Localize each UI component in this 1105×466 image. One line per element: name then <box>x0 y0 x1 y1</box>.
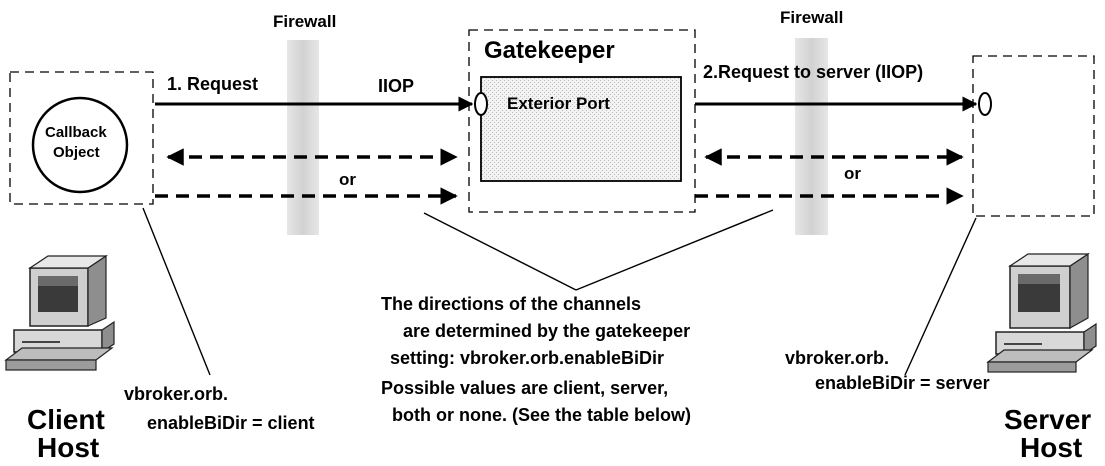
client-host-line2: Host <box>37 432 100 463</box>
gatekeeper-port <box>474 92 488 116</box>
right-firewall-label: Firewall <box>780 8 844 27</box>
server-computer-icon <box>986 252 1097 373</box>
left-firewall <box>287 40 319 235</box>
left-firewall-label: Firewall <box>273 12 337 31</box>
callback-object-line2: Object <box>53 144 100 161</box>
client-host-line1: Client <box>27 404 105 435</box>
right-firewall <box>795 38 828 235</box>
callback-object-line1: Callback <box>45 124 107 141</box>
notes-line1: The directions of the channels <box>381 294 642 314</box>
notes-line5: both or none. (See the table below) <box>392 405 692 425</box>
or-label-left: or <box>339 170 356 189</box>
client-computer-icon <box>4 254 115 371</box>
notes-line3: setting: vbroker.orb.enableBiDir <box>390 348 665 368</box>
exterior-port-box <box>480 76 682 182</box>
server-setting-line1: vbroker.orb. <box>785 348 890 368</box>
server-host-line1: Server <box>1004 404 1092 435</box>
request-label: 1. Request <box>167 74 259 94</box>
client-callout-line <box>142 207 211 376</box>
server-host-box <box>972 55 1095 217</box>
or-label-right: or <box>844 164 861 183</box>
server-setting-line2: enableBiDir = server <box>815 373 990 393</box>
notes-line2: are determined by the gatekeeper <box>403 321 691 341</box>
iiop-label: IIOP <box>378 76 415 96</box>
request-to-server-label: 2.Request to server (IIOP) <box>703 62 924 82</box>
server-port <box>978 92 992 116</box>
client-setting-line1: vbroker.orb. <box>124 384 229 404</box>
client-setting-line2: enableBiDir = client <box>147 413 315 433</box>
exterior-port-label: Exterior Port <box>507 94 610 113</box>
notes-callout-right <box>575 209 774 291</box>
notes-callout-left <box>423 212 577 291</box>
server-host-line2: Host <box>1020 432 1083 463</box>
server-callout-line <box>904 217 977 376</box>
gatekeeper-title: Gatekeeper <box>484 37 615 64</box>
client-host-box <box>9 71 154 205</box>
callback-object-circle <box>31 96 129 194</box>
gatekeeper-box <box>468 29 696 213</box>
notes-line4: Possible values are client, server, <box>381 378 669 398</box>
